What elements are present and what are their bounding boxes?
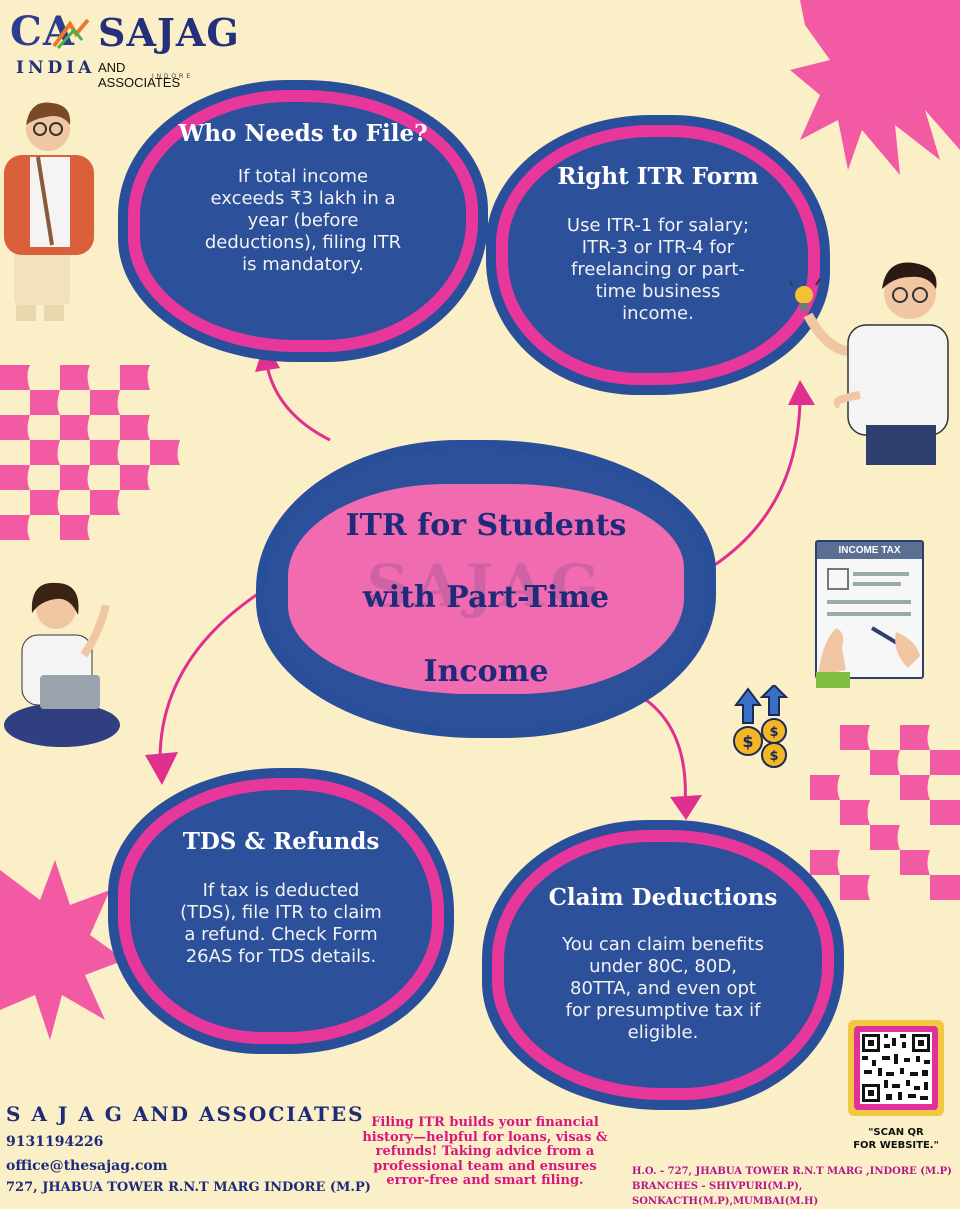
card-line: 26AS for TDS details.: [185, 945, 377, 967]
arrow-to-right-form: [709, 394, 802, 570]
logo-swoosh-icon: [52, 18, 90, 49]
logo-country: INDIA: [16, 58, 96, 78]
card-right-itr-form: Right ITR Form Use ITR-1 for salary; ITR…: [486, 115, 830, 395]
starburst-decoration: [0, 860, 125, 1040]
center-title-line: Income: [423, 654, 549, 689]
message-line: error-free and smart filing.: [386, 1173, 584, 1189]
card-line: time business: [595, 280, 721, 302]
arrow-to-claim: [629, 688, 687, 806]
document-line: [853, 582, 901, 586]
dollar-growth-icon: $ $ $: [733, 685, 789, 768]
message-line: history—helpful for loans, visas &: [362, 1129, 608, 1145]
document-header: INCOME TAX: [817, 542, 922, 559]
card-line: freelancing or part-: [571, 258, 745, 280]
qr-frame[interactable]: [848, 1020, 944, 1116]
card-title: Claim Deductions: [548, 884, 778, 911]
footer-email[interactable]: office@thesajag.com: [6, 1158, 168, 1174]
checker-pattern-right: [810, 725, 960, 900]
card-line: is mandatory.: [242, 253, 364, 275]
student-girl-laptop-illustration: [4, 582, 120, 747]
card-line: If total income: [237, 166, 369, 187]
message-line: professional team and ensures: [373, 1158, 597, 1174]
starburst-decoration: [790, 0, 960, 175]
card-line: income.: [622, 302, 694, 324]
arrow-to-tds: [158, 578, 281, 761]
center-topic-card: SAJAG ITR for Students with Part-Time In…: [256, 440, 716, 738]
footer-phone[interactable]: 9131194226: [6, 1134, 104, 1150]
logo-city: INDORE: [152, 74, 194, 80]
writing-hands-icon: [816, 626, 920, 688]
card-claim-deductions: Claim Deductions You can claim benefits …: [482, 820, 844, 1110]
qr-caption-line: "SCAN QR: [868, 1127, 924, 1138]
qr-code[interactable]: [860, 1032, 932, 1104]
card-body: If total income exceeds ₹3 lakh in a yea…: [118, 166, 488, 276]
branches-line: BRANCHES - SHIVPURI(M.P), SONKACTH(M.P),…: [632, 1181, 819, 1207]
document-line: [827, 612, 911, 616]
watermark-logo: SAJAG: [366, 552, 606, 620]
center-title-line: with Part-Time: [362, 580, 610, 615]
footer-company-name: S A J A G AND ASSOCIATES: [6, 1102, 365, 1126]
card-line: for presumptive tax if: [565, 999, 761, 1021]
footer-message: Filing ITR builds your financial history…: [340, 1115, 630, 1189]
checker-pattern-left: [0, 365, 180, 540]
center-title-line: ITR for Students: [345, 508, 627, 543]
card-who-needs-to-file: Who Needs to File? If total income excee…: [118, 80, 488, 362]
document-line: [827, 600, 911, 604]
card-title: Who Needs to File?: [178, 120, 428, 147]
footer-address: 727, JHABUA TOWER R.N.T MARG INDORE (M.P…: [6, 1180, 371, 1195]
logo-suffix: AND ASSOCIATES: [98, 60, 181, 90]
card-line: a refund. Check Form: [184, 923, 378, 945]
message-line: refunds! Taking advice from a: [375, 1144, 595, 1160]
card-line: eligible.: [627, 1021, 699, 1043]
card-title: TDS & Refunds: [182, 828, 380, 855]
card-line: ITR-3 or ITR-4 for: [581, 236, 735, 258]
message-line: Filing ITR builds your financial: [371, 1115, 599, 1130]
footer-branches: H.O. - 727, JHABUA TOWER R.N.T MARG ,IND…: [632, 1164, 960, 1209]
student-man-illustration: [4, 102, 94, 321]
card-line: (TDS), file ITR to claim: [180, 901, 382, 923]
card-body: If tax is deducted (TDS), file ITR to cl…: [108, 880, 454, 968]
card-line: Use ITR-1 for salary;: [566, 215, 750, 236]
svg-text:$: $: [769, 725, 778, 740]
presenter-man-illustration: [790, 262, 949, 465]
qr-caption: "SCAN QR FOR WEBSITE.": [846, 1126, 946, 1152]
logo-name: SAJAG: [98, 10, 240, 55]
card-line: 80TTA, and even opt: [570, 977, 756, 999]
card-line: year (before: [247, 209, 359, 231]
card-line: deductions), filing ITR: [204, 231, 402, 253]
document-line: [853, 572, 909, 576]
card-line: You can claim benefits: [562, 934, 764, 955]
svg-text:$: $: [769, 749, 778, 764]
checkbox-icon: [827, 568, 849, 590]
card-line: under 80C, 80D,: [589, 955, 737, 977]
card-title: Right ITR Form: [557, 163, 759, 190]
qr-caption-line: FOR WEBSITE.": [853, 1140, 939, 1151]
card-body: You can claim benefits under 80C, 80D, 8…: [482, 934, 844, 1044]
card-line: If tax is deducted: [202, 880, 360, 901]
head-office-line: H.O. - 727, JHABUA TOWER R.N.T MARG ,IND…: [632, 1166, 952, 1177]
card-line: exceeds ₹3 lakh in a: [210, 187, 396, 209]
card-body: Use ITR-1 for salary; ITR-3 or ITR-4 for…: [486, 215, 830, 325]
company-logo[interactable]: CA SAJAG INDIA AND ASSOCIATES INDORE: [10, 8, 239, 90]
card-tds-refunds: TDS & Refunds If tax is deducted (TDS), …: [108, 768, 454, 1054]
svg-text:$: $: [742, 732, 753, 751]
